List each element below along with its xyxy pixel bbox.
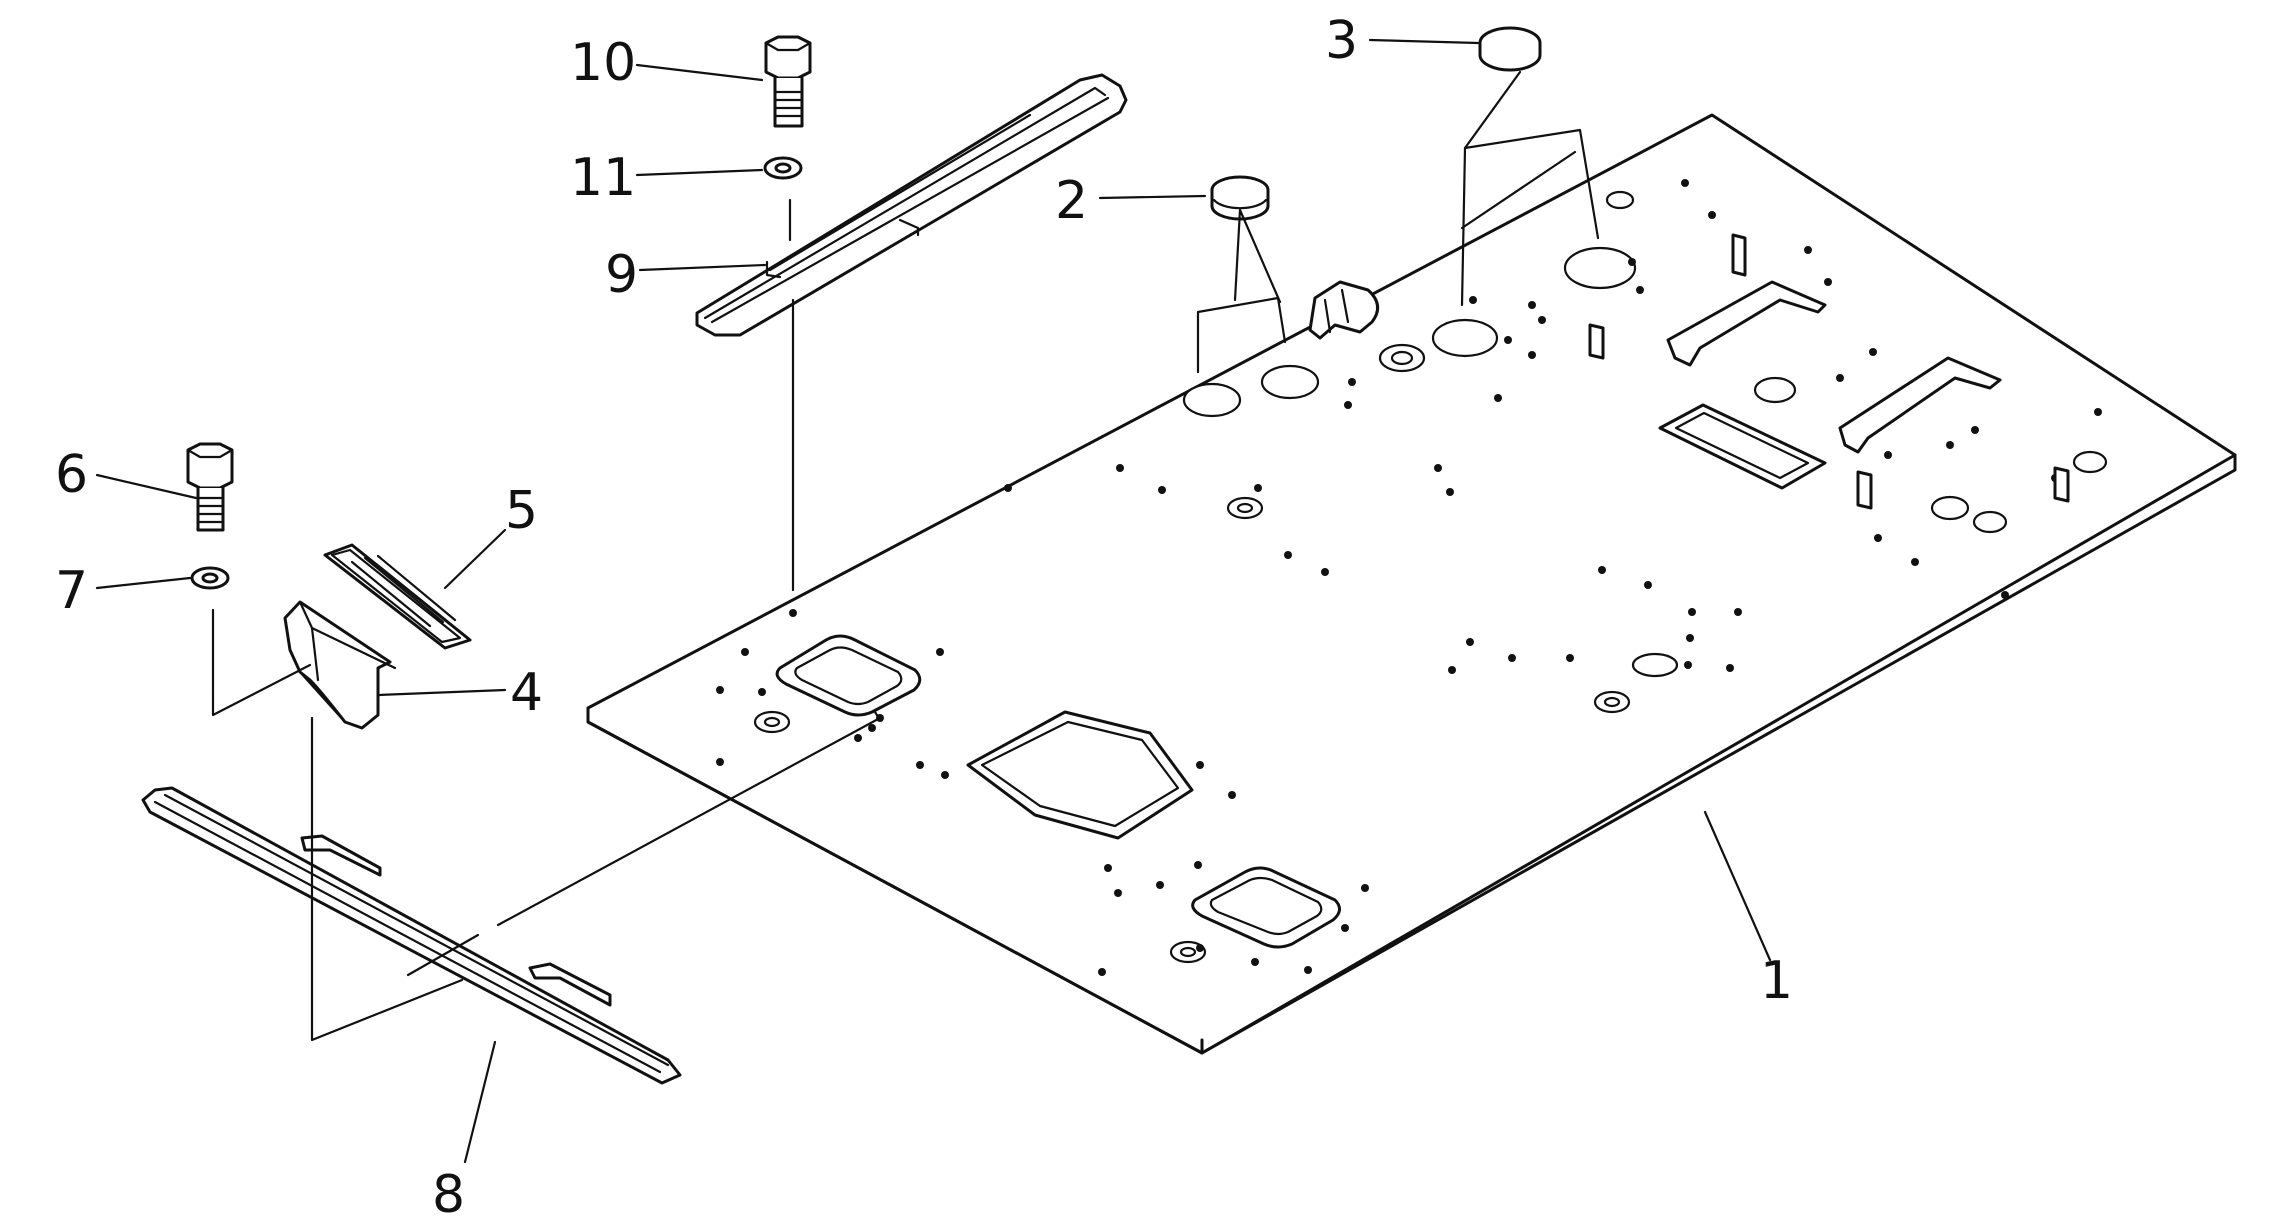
floor-plate <box>586 113 2237 1055</box>
callout-7: 7 <box>55 561 88 621</box>
callout-6: 6 <box>55 445 88 505</box>
callout-3: 3 <box>1325 11 1358 71</box>
pad-5 <box>323 543 472 650</box>
callout-leaders <box>95 38 1772 1164</box>
washer-11 <box>763 156 803 180</box>
callout-2: 2 <box>1055 171 1088 231</box>
bolt-10 <box>764 35 812 128</box>
callout-8: 8 <box>432 1165 465 1225</box>
plug-3 <box>1478 26 1542 72</box>
callout-10: 10 <box>570 33 636 93</box>
callout-11: 11 <box>570 148 636 208</box>
callout-5: 5 <box>505 481 538 541</box>
rail-8 <box>141 786 682 1085</box>
callout-1: 1 <box>1760 951 1793 1011</box>
assembly-lines <box>211 70 1600 1042</box>
bracket-4 <box>283 600 397 730</box>
plug-2 <box>1210 175 1270 221</box>
rail-9 <box>695 73 1128 337</box>
callout-9: 9 <box>605 245 638 305</box>
bolt-6 <box>186 442 234 532</box>
callout-4: 4 <box>510 663 543 723</box>
washer-7 <box>190 566 230 590</box>
callout-labels: 1 2 3 4 5 6 7 8 9 10 11 <box>55 11 1793 1225</box>
